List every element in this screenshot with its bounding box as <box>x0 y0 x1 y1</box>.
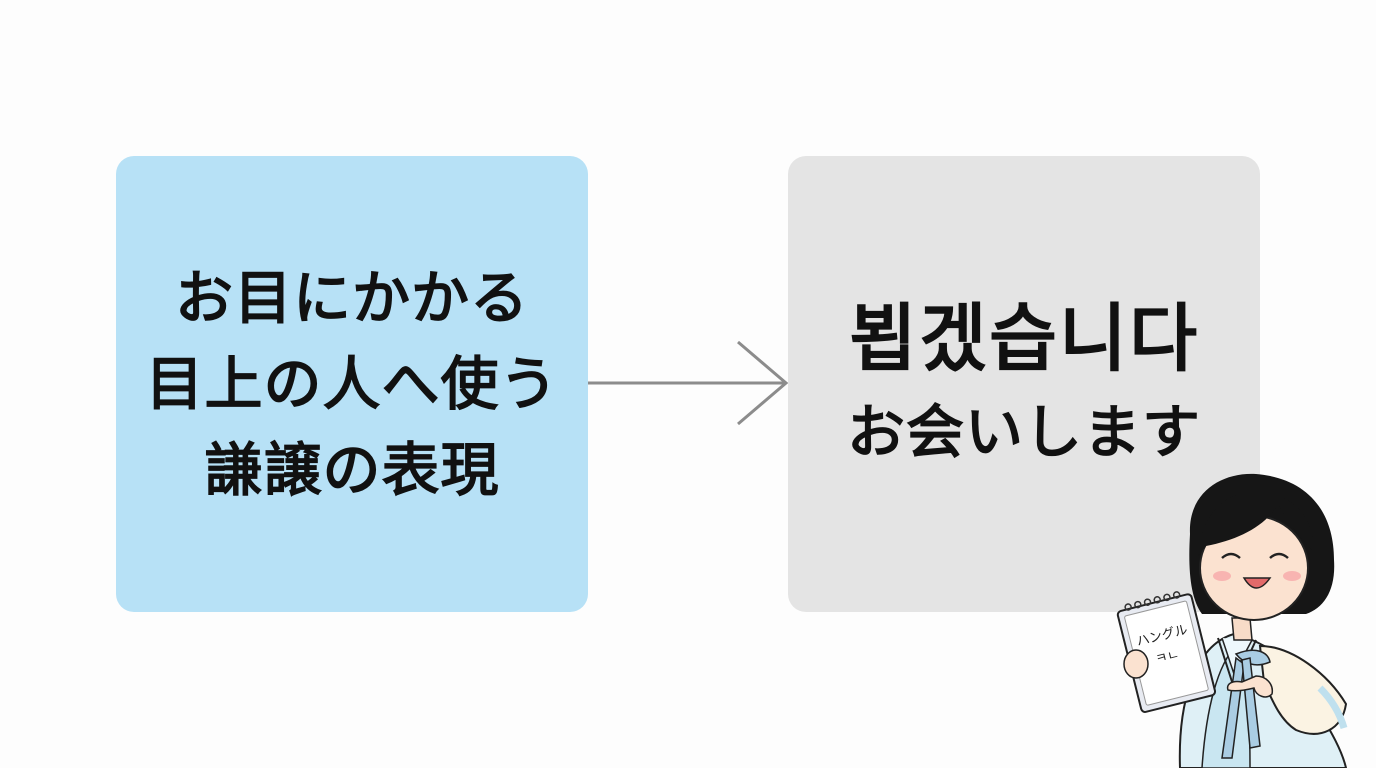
translation-box: 뵙겠습니다 お会いします <box>788 156 1260 612</box>
arrow-right-icon <box>588 340 789 426</box>
source-line-1: お目にかかる <box>174 264 529 332</box>
korean-phrase: 뵙겠습니다 <box>848 296 1200 382</box>
japanese-meaning: お会いします <box>846 398 1201 466</box>
notebook-line-2: ㅋㄴ <box>1154 647 1181 667</box>
woman-hanbok-illustration: ハングル ㅋㄴ <box>1116 473 1348 768</box>
source-phrase-box: お目にかかる 目上の人へ使う 謙譲の表現 <box>116 156 588 612</box>
source-line-3: 謙譲の表現 <box>204 436 500 504</box>
source-line-2: 目上の人へ使う <box>145 350 559 418</box>
